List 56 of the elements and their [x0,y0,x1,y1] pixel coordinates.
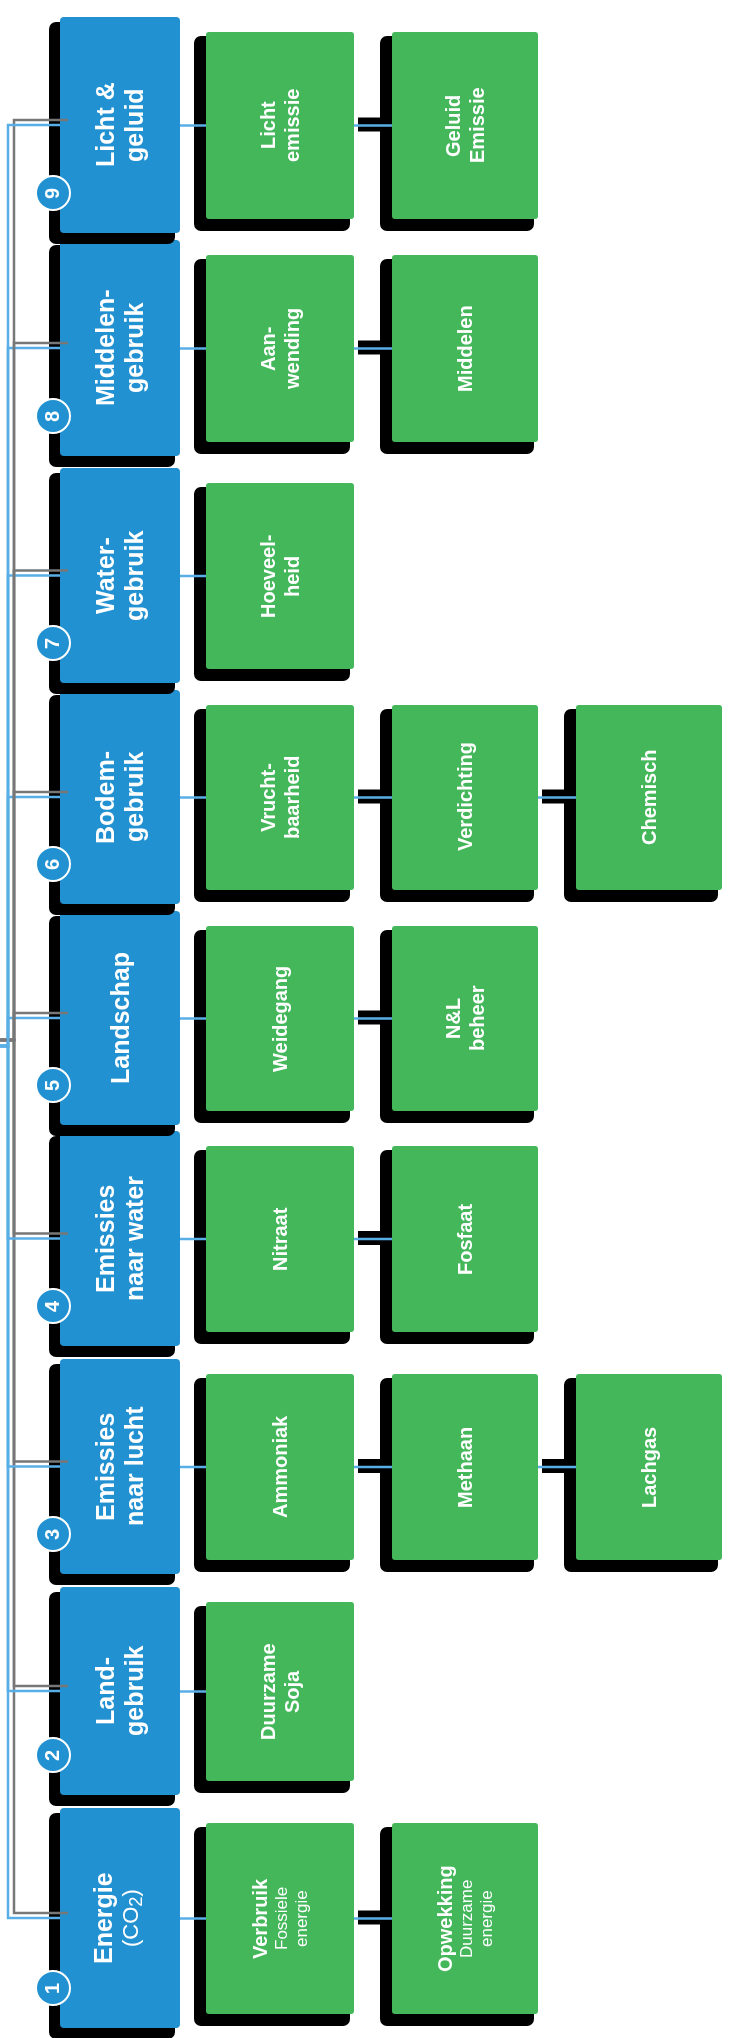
connector-line [180,1690,206,1693]
box-title: Vrucht- baarheid [256,754,304,842]
number-badge: 3 [35,1516,71,1552]
box-title: Geluid Emissie [441,86,489,166]
box-title: Emissies naar lucht [91,1405,149,1529]
connector-line [354,1917,392,1920]
connector-line [180,347,206,350]
box-title: Opwekking [432,1865,457,1972]
number-badge: 2 [35,1737,71,1773]
connector-line [538,796,576,799]
connector-line [354,796,392,799]
box-title: Hoeveel- heid [256,533,304,620]
box-title: Weidegang [268,965,292,1072]
number-badge: 7 [35,625,71,661]
connector-line [354,347,392,350]
box-title: Middelen [453,305,477,392]
box-title: Fosfaat [453,1203,477,1275]
connector-line [180,574,206,578]
number-badge: 4 [35,1288,71,1324]
box-title: Nitraat [268,1207,292,1271]
box-title: Middelen- gebruik [91,288,149,409]
box-title: Chemisch [637,749,661,846]
number-badge: 1 [35,1970,71,2006]
box-title: Licht & geluid [91,81,149,170]
connector-line [354,1017,392,1020]
box-title: Water- gebruik [91,529,149,623]
box-title: Verbruik [247,1878,272,1959]
box-title: Ammoniak [268,1415,292,1519]
box-title: Lachgas [637,1426,661,1508]
box-title: Land- gebruik [91,1644,149,1739]
box-title: Methaan [453,1426,477,1508]
box-title: Verdichting [453,743,477,852]
number-badge: 5 [35,1067,71,1103]
connector-line [180,1237,206,1241]
connector-line [538,1465,576,1469]
number-badge: 9 [35,175,71,211]
box-title: Landschap [105,952,135,1084]
box-title: Licht emissie [256,87,304,165]
box-title: Bodem- gebruik [91,749,149,846]
connector-line [180,1465,206,1469]
box-title: Aan- wending [256,306,304,392]
box-subtitle: Fossiele energie [271,1885,312,1953]
box-title: N&L beheer [441,984,489,1054]
connector-line [180,1017,206,1020]
connector-line [354,124,392,127]
connector-line [180,796,206,799]
connector-line [180,1917,206,1920]
connector-line [354,1465,392,1469]
connector-line [354,1237,392,1241]
box-title: Energie [88,1872,118,1964]
box-subtitle: Duurzame energie [456,1878,497,1960]
connector-line [180,124,206,127]
number-badge: 6 [35,846,71,882]
number-badge: 8 [35,398,71,434]
box-title: Emissies naar water [91,1174,149,1304]
box-title: Duurzame Soja [256,1642,304,1742]
